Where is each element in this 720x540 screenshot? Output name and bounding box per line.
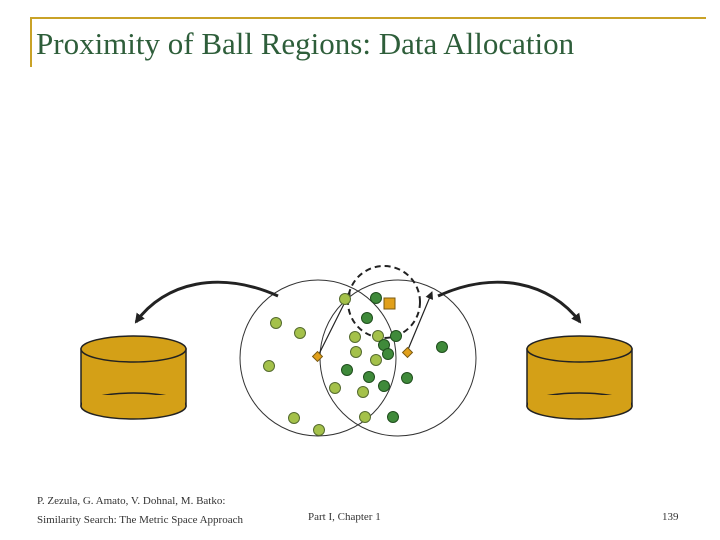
- right-pivot: [401, 346, 414, 359]
- arrow-to-left-disk: [134, 280, 279, 324]
- light-object: [294, 327, 306, 339]
- light-object: [329, 382, 341, 394]
- right-disk: [526, 335, 633, 420]
- dark-object: [361, 312, 373, 324]
- light-object: [313, 424, 325, 436]
- dark-object: [363, 371, 375, 383]
- light-object: [350, 346, 362, 358]
- dark-object: [390, 330, 402, 342]
- light-object: [288, 412, 300, 424]
- footer-authors-line2: Similarity Search: The Metric Space Appr…: [37, 514, 243, 526]
- dark-object: [341, 364, 353, 376]
- page-number: 139: [662, 511, 679, 523]
- footer-authors-line1: P. Zezula, G. Amato, V. Dohnal, M. Batko…: [37, 495, 226, 507]
- frame-left-rule: [30, 17, 32, 67]
- query-object: [383, 297, 396, 310]
- right-pivot-radius-arrow: [406, 291, 433, 353]
- light-object: [372, 330, 384, 342]
- light-object: [359, 411, 371, 423]
- dark-object: [382, 348, 394, 360]
- left-disk: [80, 335, 187, 420]
- slide-title: Proximity of Ball Regions: Data Allocati…: [36, 26, 575, 61]
- light-object: [349, 331, 361, 343]
- light-object: [270, 317, 282, 329]
- light-object: [370, 354, 382, 366]
- arrow-to-right-disk: [437, 280, 582, 324]
- dark-object: [387, 411, 399, 423]
- footer-part: Part I, Chapter 1: [308, 511, 381, 523]
- dark-object: [370, 292, 382, 304]
- left-ball-region: [239, 279, 397, 437]
- left-pivot: [311, 350, 324, 363]
- dark-object-group: [341, 292, 448, 423]
- dark-object: [378, 380, 390, 392]
- light-object: [339, 293, 351, 305]
- light-object: [357, 386, 369, 398]
- dark-object: [401, 372, 413, 384]
- footer-authors: P. Zezula, G. Amato, V. Dohnal, M. Batko…: [37, 492, 243, 530]
- dark-object: [436, 341, 448, 353]
- light-object: [263, 360, 275, 372]
- frame-top-rule: [30, 17, 706, 19]
- light-object-group: [263, 293, 384, 436]
